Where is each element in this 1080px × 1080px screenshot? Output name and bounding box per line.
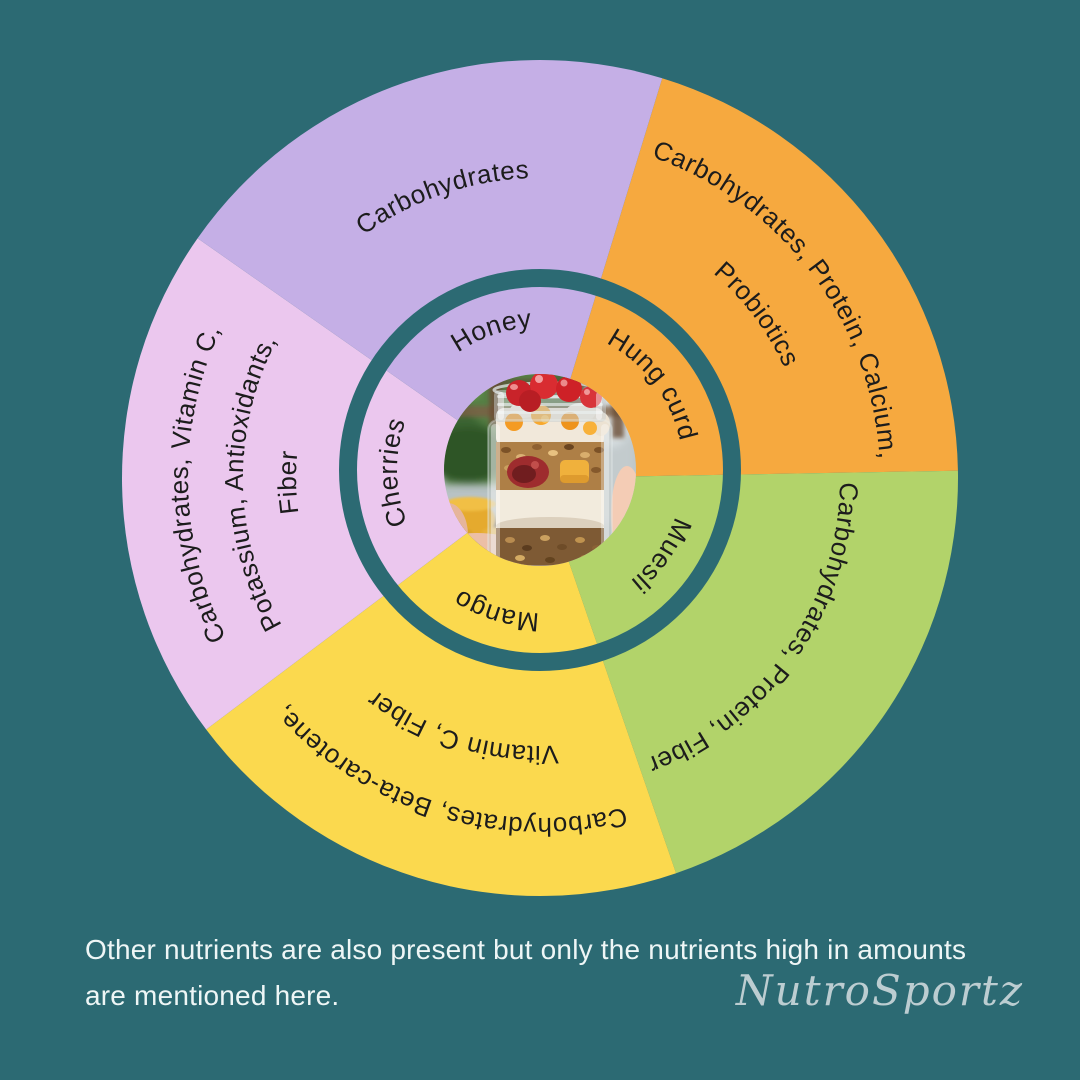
glass-highlight bbox=[491, 424, 500, 560]
brand-signature: NutroSportz bbox=[735, 966, 1024, 1015]
segment-mango bbox=[206, 478, 677, 896]
segment-muesli bbox=[540, 470, 958, 874]
yogurt-layer bbox=[496, 490, 604, 535]
caption: Other nutrients are also present but onl… bbox=[85, 927, 1030, 1019]
label-nutrients-3-2: Fiber bbox=[272, 449, 304, 516]
divider-ring bbox=[339, 269, 741, 671]
segment-cherries bbox=[122, 238, 541, 730]
segment-honey bbox=[197, 60, 663, 479]
cherries-topping bbox=[506, 374, 602, 412]
parfait-jar bbox=[487, 374, 613, 566]
caption-line-2: are mentioned here. bbox=[85, 980, 340, 1011]
wheel-segments bbox=[122, 60, 958, 896]
granola-layer bbox=[496, 442, 604, 490]
caption-line-1: Other nutrients are also present but onl… bbox=[85, 934, 967, 965]
segment-hung-curd bbox=[540, 78, 958, 478]
